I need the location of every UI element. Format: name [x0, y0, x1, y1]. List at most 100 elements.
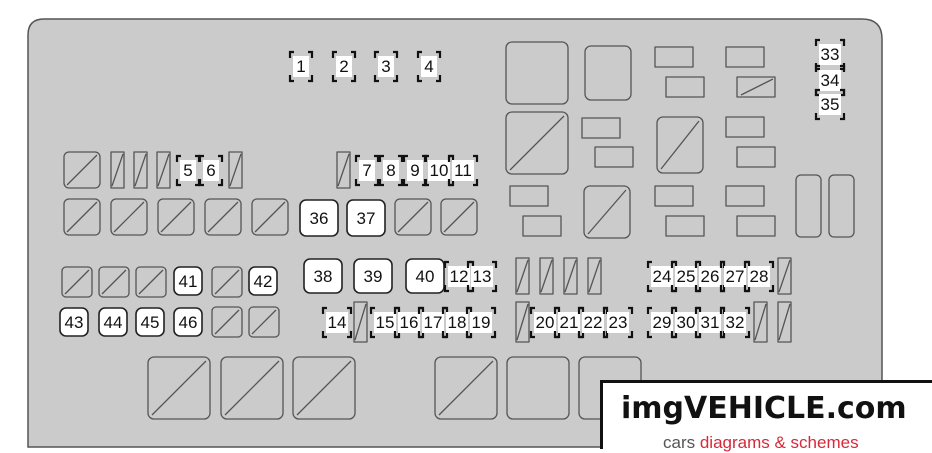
fuse-2: 2	[331, 50, 357, 83]
fuse-label-bg	[378, 56, 394, 77]
relay-box	[98, 307, 128, 337]
fuse-15: 15	[369, 306, 401, 339]
relay-box	[248, 266, 278, 296]
fuse-label: 17	[424, 313, 443, 332]
fuse-label-bg	[699, 266, 721, 287]
fuse-terminals	[814, 38, 846, 71]
fuse-label-bg	[180, 160, 196, 181]
fuse-terminals	[814, 88, 846, 121]
relay-label: 44	[104, 313, 123, 332]
fuse-label-bg	[407, 160, 423, 181]
fuse-label: 4	[424, 57, 433, 76]
fuse-label-bg	[534, 312, 556, 333]
fuse-label-bg	[428, 160, 450, 181]
fuse-14: 14	[321, 306, 353, 339]
fuse-label: 31	[701, 313, 720, 332]
fuse-label-bg	[336, 56, 352, 77]
fuse-label: 20	[536, 313, 555, 332]
watermark-tag-highlight: diagrams & schemes	[699, 433, 859, 452]
fuse-32: 32	[719, 306, 751, 339]
relay-label: 46	[179, 313, 198, 332]
fuse-label: 13	[473, 267, 492, 286]
fuse-label: 3	[381, 57, 390, 76]
fuse-label: 18	[448, 313, 467, 332]
relay-label: 39	[364, 267, 383, 286]
fuse-terminals	[288, 50, 314, 83]
fuse-label-bg	[724, 266, 746, 287]
fuse-label: 30	[677, 313, 696, 332]
fuse-34: 34	[814, 64, 846, 97]
fuse-terminals	[443, 260, 475, 293]
relay-box	[346, 199, 386, 237]
watermark-brand: imgVEHICLE.com	[621, 391, 907, 426]
fuse-label: 8	[386, 161, 395, 180]
fuse-29: 29	[646, 306, 678, 339]
relay-43: 43	[59, 307, 89, 337]
relay-label: 43	[65, 313, 84, 332]
fuse-label: 5	[183, 161, 192, 180]
relay-block-large	[505, 41, 569, 105]
fuse-terminals	[331, 50, 357, 83]
fuse-label: 27	[726, 267, 745, 286]
fuse-label-bg	[374, 312, 396, 333]
fuse-terminals	[354, 154, 380, 187]
fuse-label: 1	[296, 57, 305, 76]
fuse-7: 7	[354, 154, 380, 187]
relay-box	[173, 307, 203, 337]
fuse-label-bg	[203, 160, 219, 181]
fuse-3: 3	[373, 50, 399, 83]
fuse-label: 10	[430, 161, 449, 180]
fuse-label-bg	[448, 266, 470, 287]
fuse-8: 8	[378, 154, 404, 187]
fuse-label-bg	[607, 312, 629, 333]
fuse-35: 35	[814, 88, 846, 121]
relay-label: 41	[179, 272, 198, 291]
fuse-label-bg	[452, 160, 474, 181]
fuse-label-bg	[471, 266, 493, 287]
fuse-terminals	[416, 50, 442, 83]
fuse-label-bg	[819, 94, 841, 115]
relay-box	[135, 307, 165, 337]
fuse-terminals	[466, 260, 498, 293]
relay-box	[303, 258, 343, 294]
watermark-tag-prefix: cars	[663, 433, 700, 452]
watermark: imgVEHICLE.com cars diagrams & schemes	[600, 380, 932, 452]
relay-40: 40	[405, 258, 445, 294]
fuse-13: 13	[466, 260, 498, 293]
fuse-label-bg	[422, 312, 444, 333]
fuse-terminals	[719, 306, 751, 339]
fuse-33: 33	[814, 38, 846, 71]
fuse-label-bg	[470, 312, 492, 333]
fuse-label: 15	[376, 313, 395, 332]
fuse-label: 26	[701, 267, 720, 286]
fuse-terminals	[465, 306, 497, 339]
fuse-24: 24	[646, 260, 678, 293]
relay-label: 37	[357, 209, 376, 228]
relay-41: 41	[173, 266, 203, 296]
fuse-terminals	[373, 50, 399, 83]
watermark-tagline: cars diagrams & schemes	[663, 433, 859, 453]
fuse-label-bg	[421, 56, 437, 77]
fuse-label-bg	[675, 312, 697, 333]
fuse-label: 6	[206, 161, 215, 180]
relay-label: 45	[141, 313, 160, 332]
relay-36: 36	[299, 199, 339, 237]
fuse-label-bg	[383, 160, 399, 181]
fuse-label: 9	[410, 161, 419, 180]
fuse-label: 14	[328, 313, 347, 332]
relay-46: 46	[173, 307, 203, 337]
fuse-5: 5	[175, 154, 201, 187]
fuse-label-bg	[724, 312, 746, 333]
relay-39: 39	[353, 258, 393, 294]
relay-box	[405, 258, 445, 294]
fuse-19: 19	[465, 306, 497, 339]
relay-box	[59, 307, 89, 337]
fuse-22: 22	[577, 306, 609, 339]
fuse-1: 1	[288, 50, 314, 83]
fuse-terminals	[814, 64, 846, 97]
relay-box	[353, 258, 393, 294]
fuse-label: 24	[653, 267, 672, 286]
fuse-28: 28	[743, 260, 775, 293]
relay-44: 44	[98, 307, 128, 337]
fuse-label: 2	[339, 57, 348, 76]
